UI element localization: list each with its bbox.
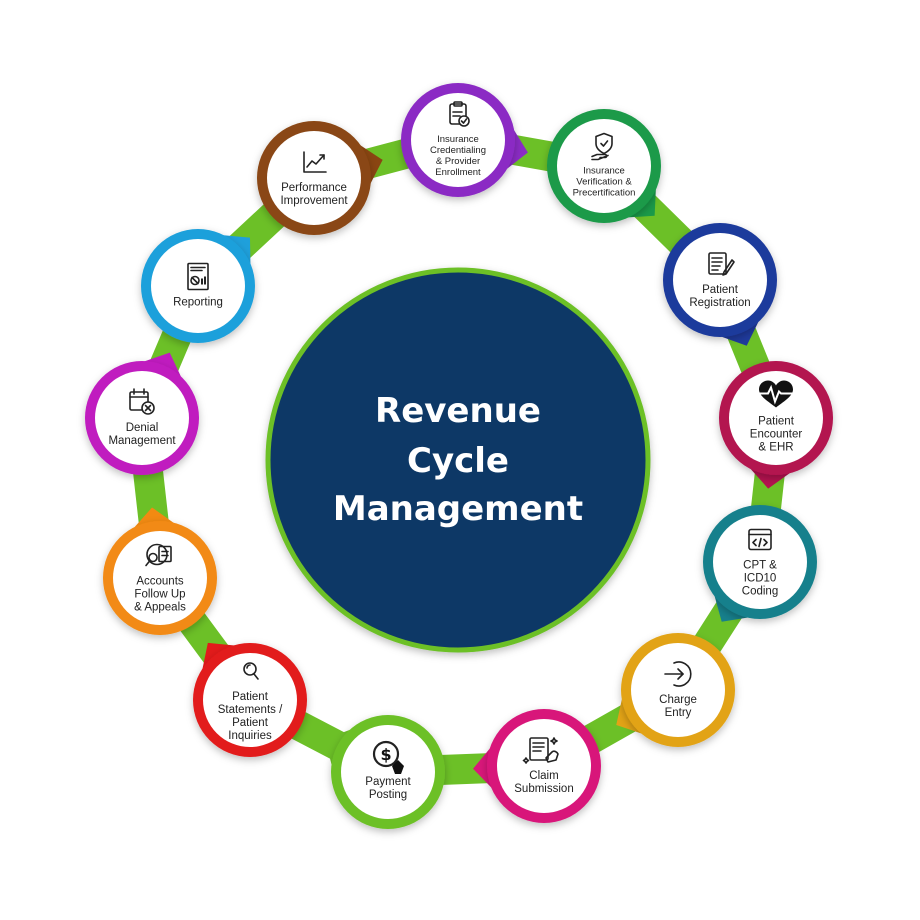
stage-label-line: Improvement	[280, 195, 348, 207]
stage-label-line: Denial	[126, 422, 159, 434]
stage-label-line: Management	[108, 435, 176, 447]
stage-label-line: Coding	[742, 586, 778, 598]
stage-label-line: Precertification	[573, 188, 636, 199]
stage-disc	[557, 119, 651, 213]
stage-label-line: Claim	[529, 770, 558, 782]
stage-disc	[631, 643, 725, 737]
stage-disc	[497, 719, 591, 813]
stage-label-line: Registration	[689, 297, 750, 309]
stage-label-line: Credentialing	[430, 145, 486, 156]
clipboard-check-icon	[449, 101, 470, 127]
stage-label-line: Performance	[281, 182, 347, 194]
stage-label-line: Reporting	[173, 297, 223, 309]
form-pen-icon	[708, 252, 735, 276]
stage-disc	[151, 239, 245, 333]
stage-label-line: Verification &	[576, 177, 632, 188]
stage-label-line: CPT &	[743, 560, 777, 572]
stage-label-line: & EHR	[758, 442, 793, 454]
stage-label-line: ICD10	[744, 573, 777, 585]
stage-label-line: Inquiries	[228, 730, 272, 742]
search-document-icon	[145, 543, 172, 567]
stage-disc	[729, 371, 823, 465]
code-window-icon	[748, 528, 772, 551]
stage-label-line: Patient	[232, 691, 269, 703]
title-line-3: Management	[333, 489, 583, 529]
title-line-2: Cycle	[407, 441, 509, 481]
stage-label-line: Patient	[758, 416, 795, 428]
stage-label-line: & Appeals	[134, 602, 186, 614]
stage-disc	[341, 725, 435, 819]
stage-label-line: Submission	[514, 783, 573, 795]
stage-label-line: Encounter	[750, 429, 803, 441]
report-chart-icon	[187, 262, 209, 291]
stage-label-line: & Provider	[436, 156, 480, 167]
title-line-1: Revenue	[375, 391, 541, 431]
stage-disc	[673, 233, 767, 327]
stage-label-line: Entry	[665, 707, 692, 719]
stage-label-line: Insurance	[583, 166, 625, 177]
stage-label-line: Payment	[365, 776, 411, 788]
stage-label-line: Patient	[702, 284, 739, 296]
enter-arrow-icon	[664, 661, 692, 687]
magnifier-icon	[243, 662, 259, 680]
stage-label-line: Enrollment	[435, 167, 481, 178]
stage-label-line: Statements /	[218, 704, 283, 716]
stage-label-line: Follow Up	[134, 589, 185, 601]
stage-disc	[267, 131, 361, 225]
stage-disc	[113, 531, 207, 625]
stage-label-line: Charge	[659, 694, 697, 706]
stage-label-line: Posting	[369, 789, 407, 801]
stage-disc	[713, 515, 807, 609]
stage-label-line: Accounts	[136, 576, 184, 588]
shield-hand-icon	[591, 132, 613, 161]
center-hub: Revenue Cycle Management	[265, 267, 651, 653]
stage-disc	[411, 93, 505, 187]
stage-reporting: Reporting	[141, 229, 255, 343]
claim-form-icon	[522, 737, 559, 764]
stage-disc	[95, 371, 189, 465]
svg-text:$: $	[380, 745, 391, 764]
heartbeat-icon	[756, 380, 796, 408]
stage-label-line: Insurance	[437, 134, 479, 145]
stage-label-line: Patient	[232, 717, 269, 729]
center-circle	[265, 267, 651, 653]
trend-up-icon	[303, 151, 327, 173]
dollar-coin-icon: $	[372, 740, 404, 774]
calendar-x-icon	[129, 388, 155, 415]
stage-disc	[203, 653, 297, 747]
